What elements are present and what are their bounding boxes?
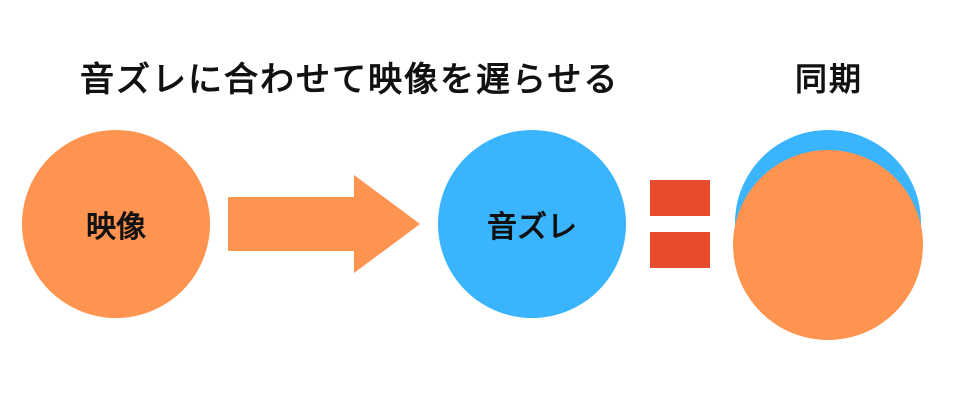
equals-bar-top (650, 180, 710, 216)
sync-label: 同期 (795, 60, 864, 98)
diagram-caption: 音ズレに合わせて映像を遅らせる (80, 60, 620, 100)
arrow-right-icon (228, 175, 420, 273)
video-circle: 映像 (22, 130, 210, 318)
equals-bar-bottom (650, 232, 710, 268)
video-circle-label: 映像 (86, 210, 146, 245)
audio-offset-circle-label: 音ズレ (487, 210, 577, 245)
audio-offset-circle: 音ズレ (438, 130, 626, 318)
sync-video-circle (733, 150, 923, 340)
